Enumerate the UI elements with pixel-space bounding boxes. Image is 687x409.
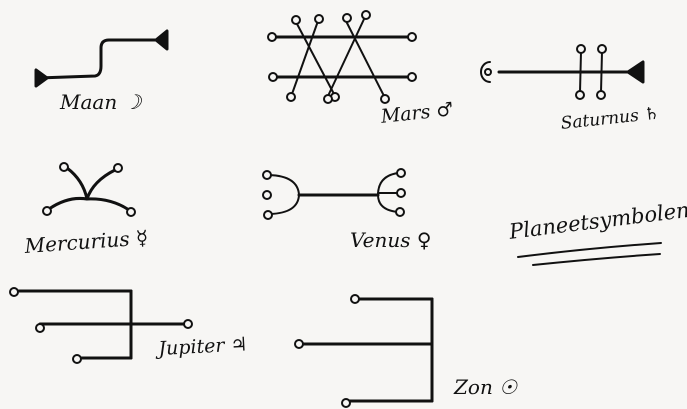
maan-label: Maan ☽ [60, 92, 142, 112]
maan-sigil [36, 31, 167, 86]
zon-sigil [295, 295, 432, 407]
saturnus-sigil [481, 45, 643, 99]
mars-node [287, 93, 295, 101]
mars-node [268, 33, 276, 41]
jupiter-label: Jupiter ♃ [158, 335, 248, 359]
venus-node [263, 171, 271, 179]
maan-line [38, 40, 163, 78]
zon-node [295, 340, 303, 348]
venus-label: Venus ♀ [350, 230, 431, 250]
mars-node [324, 95, 332, 103]
title-underline [518, 243, 661, 265]
maan-right-terminal [156, 31, 167, 49]
zon-label: Zon ☉ [454, 377, 517, 397]
mars-node [381, 95, 389, 103]
title-underline-2 [533, 254, 660, 265]
mars-sigil [268, 11, 416, 103]
mars-cross-1 [296, 22, 334, 94]
mars-node [362, 11, 370, 19]
mercurius-node [114, 164, 122, 172]
venus-left-bracket [269, 175, 299, 214]
maan-left-terminal [36, 70, 47, 86]
venus-node [264, 211, 272, 219]
jupiter-node [73, 355, 81, 363]
mercurius-left-horn [67, 168, 87, 199]
zon-node [351, 295, 359, 303]
zon-node [342, 399, 350, 407]
jupiter-node [36, 324, 44, 332]
mars-cross-3 [346, 21, 384, 96]
venus-node [397, 169, 405, 177]
mars-node [292, 16, 300, 24]
saturnus-stem-2 [601, 52, 602, 92]
mars-node [343, 14, 351, 22]
mars-node [408, 73, 416, 81]
mars-node [408, 33, 416, 41]
saturnus-right-terminal [628, 62, 643, 82]
saturnus-node [576, 91, 584, 99]
mercurius-right-arc [87, 199, 129, 210]
mars-node [315, 15, 323, 23]
jupiter-node [184, 320, 192, 328]
mars-node [269, 73, 277, 81]
venus-sigil [263, 169, 405, 219]
mercurius-sigil [43, 163, 135, 216]
saturnus-stem-1 [580, 52, 581, 92]
mercurius-right-horn [87, 170, 115, 199]
venus-node [397, 189, 405, 197]
venus-node [396, 208, 404, 216]
venus-node [263, 191, 271, 199]
jupiter-node [10, 288, 18, 296]
saturnus-node [577, 45, 585, 53]
saturnus-left-node [485, 69, 491, 75]
mercurius-node [43, 207, 51, 215]
saturnus-node [597, 91, 605, 99]
saturnus-node [598, 45, 606, 53]
mercurius-node [127, 208, 135, 216]
mercurius-node [60, 163, 68, 171]
mars-cross-4 [328, 17, 365, 96]
mercurius-left-arc [49, 198, 87, 209]
